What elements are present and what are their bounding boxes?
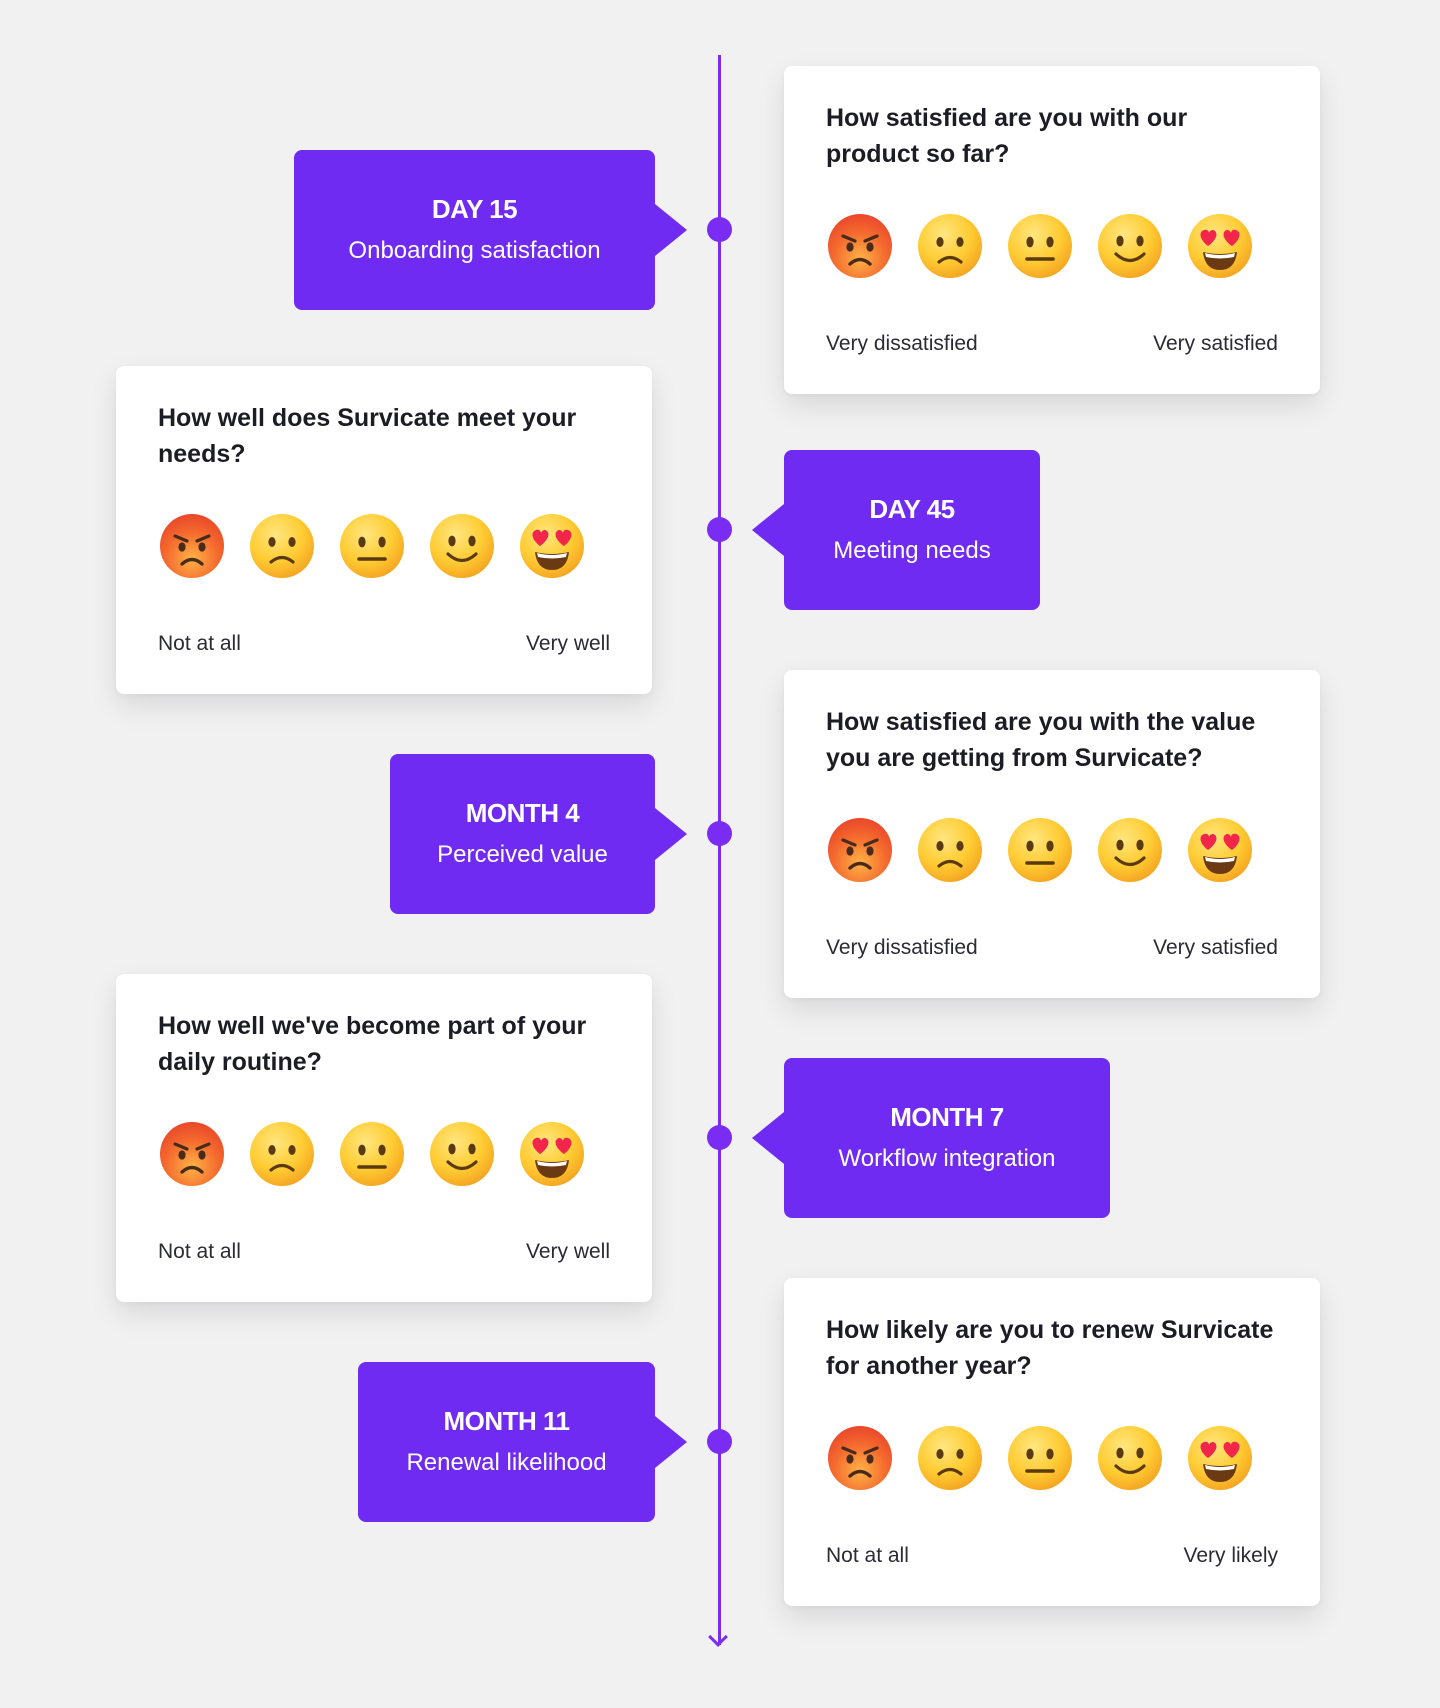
milestone-title: MONTH 7 <box>890 1102 1004 1132</box>
milestone-month-11: MONTH 11 Renewal likelihood <box>358 1362 687 1522</box>
timeline-line <box>718 55 721 1645</box>
timeline-dot <box>707 517 732 542</box>
milestone-day-45: DAY 45 Meeting needs <box>752 450 1040 610</box>
scale-labels: Not at all Very well <box>158 1240 610 1264</box>
scale-low-label: Very dissatisfied <box>826 936 978 959</box>
milestone-pointer <box>752 504 784 556</box>
scale-low-label: Not at all <box>158 632 241 655</box>
survey-card-routine: How well we've become part of your daily… <box>116 974 652 1302</box>
heart-eyes-face-icon[interactable] <box>1186 816 1254 884</box>
scale-low-label: Not at all <box>826 1544 909 1567</box>
smiling-face-icon[interactable] <box>1096 816 1164 884</box>
frowning-face-icon[interactable] <box>248 1120 316 1188</box>
survey-card-needs: How well does Survicate meet your needs?… <box>116 366 652 694</box>
angry-face-icon[interactable] <box>826 1424 894 1492</box>
neutral-face-icon[interactable] <box>1006 212 1074 280</box>
rating-scale <box>826 1424 1278 1492</box>
milestone-pointer <box>655 808 687 860</box>
rating-scale <box>158 1120 610 1188</box>
milestone-subtitle: Onboarding satisfaction <box>348 237 601 264</box>
milestone-pointer <box>655 1416 687 1468</box>
scale-labels: Not at all Very likely <box>826 1544 1278 1568</box>
scale-high-label: Very likely <box>1183 1544 1278 1567</box>
milestone-title: MONTH 4 <box>465 798 580 828</box>
frowning-face-icon[interactable] <box>248 512 316 580</box>
milestone-subtitle: Renewal likelihood <box>406 1449 607 1476</box>
angry-face-icon[interactable] <box>158 1120 226 1188</box>
angry-face-icon[interactable] <box>826 816 894 884</box>
heart-eyes-face-icon[interactable] <box>1186 212 1254 280</box>
milestone-title: DAY 15 <box>431 194 518 224</box>
heart-eyes-face-icon[interactable] <box>1186 1424 1254 1492</box>
scale-labels: Very dissatisfied Very satisfied <box>826 332 1278 356</box>
timeline-arrow-down-icon <box>708 1627 728 1647</box>
milestone-pointer <box>655 204 687 256</box>
survey-card-value: How satisfied are you with the value you… <box>784 670 1320 998</box>
smiling-face-icon[interactable] <box>1096 1424 1164 1492</box>
scale-high-label: Very well <box>525 632 610 655</box>
neutral-face-icon[interactable] <box>338 512 406 580</box>
timeline-dot <box>707 1125 732 1150</box>
survey-question: How satisfied are you with the value you… <box>826 708 1256 772</box>
timeline-dot <box>707 1429 732 1454</box>
smiling-face-icon[interactable] <box>428 512 496 580</box>
milestone-subtitle: Meeting needs <box>833 537 991 564</box>
milestone-title: MONTH 11 <box>443 1406 570 1436</box>
frowning-face-icon[interactable] <box>916 816 984 884</box>
scale-high-label: Very well <box>525 1240 610 1263</box>
scale-high-label: Very satisfied <box>1153 936 1278 959</box>
survey-question: How likely are you to renew Survicate fo… <box>826 1316 1274 1380</box>
milestone-pointer <box>752 1112 784 1164</box>
milestone-title: DAY 45 <box>869 494 955 524</box>
timeline-dot <box>707 821 732 846</box>
milestone-day-15: DAY 15 Onboarding satisfaction <box>294 150 687 310</box>
scale-labels: Very dissatisfied Very satisfied <box>826 936 1278 960</box>
survey-card-renewal: How likely are you to renew Survicate fo… <box>784 1278 1320 1606</box>
rating-scale <box>826 212 1278 280</box>
survey-card-onboarding: How satisfied are you with our product s… <box>784 66 1320 394</box>
scale-low-label: Very dissatisfied <box>826 332 978 355</box>
milestone-subtitle: Perceived value <box>437 841 608 868</box>
neutral-face-icon[interactable] <box>1006 816 1074 884</box>
scale-low-label: Not at all <box>158 1240 241 1263</box>
heart-eyes-face-icon[interactable] <box>518 1120 586 1188</box>
angry-face-icon[interactable] <box>158 512 226 580</box>
timeline-dot <box>707 217 732 242</box>
milestone-month-7: MONTH 7 Workflow integration <box>752 1058 1110 1218</box>
survey-question: How well does Survicate meet your needs? <box>158 404 577 468</box>
milestone-month-4: MONTH 4 Perceived value <box>390 754 687 914</box>
survey-question: How satisfied are you with our product s… <box>826 104 1188 168</box>
rating-scale <box>158 512 610 580</box>
frowning-face-icon[interactable] <box>916 212 984 280</box>
rating-scale <box>826 816 1278 884</box>
frowning-face-icon[interactable] <box>916 1424 984 1492</box>
neutral-face-icon[interactable] <box>1006 1424 1074 1492</box>
angry-face-icon[interactable] <box>826 212 894 280</box>
milestone-subtitle: Workflow integration <box>838 1145 1056 1172</box>
scale-high-label: Very satisfied <box>1153 332 1278 355</box>
survey-question: How well we've become part of your daily… <box>158 1012 587 1076</box>
scale-labels: Not at all Very well <box>158 632 610 656</box>
heart-eyes-face-icon[interactable] <box>518 512 586 580</box>
neutral-face-icon[interactable] <box>338 1120 406 1188</box>
smiling-face-icon[interactable] <box>1096 212 1164 280</box>
smiling-face-icon[interactable] <box>428 1120 496 1188</box>
